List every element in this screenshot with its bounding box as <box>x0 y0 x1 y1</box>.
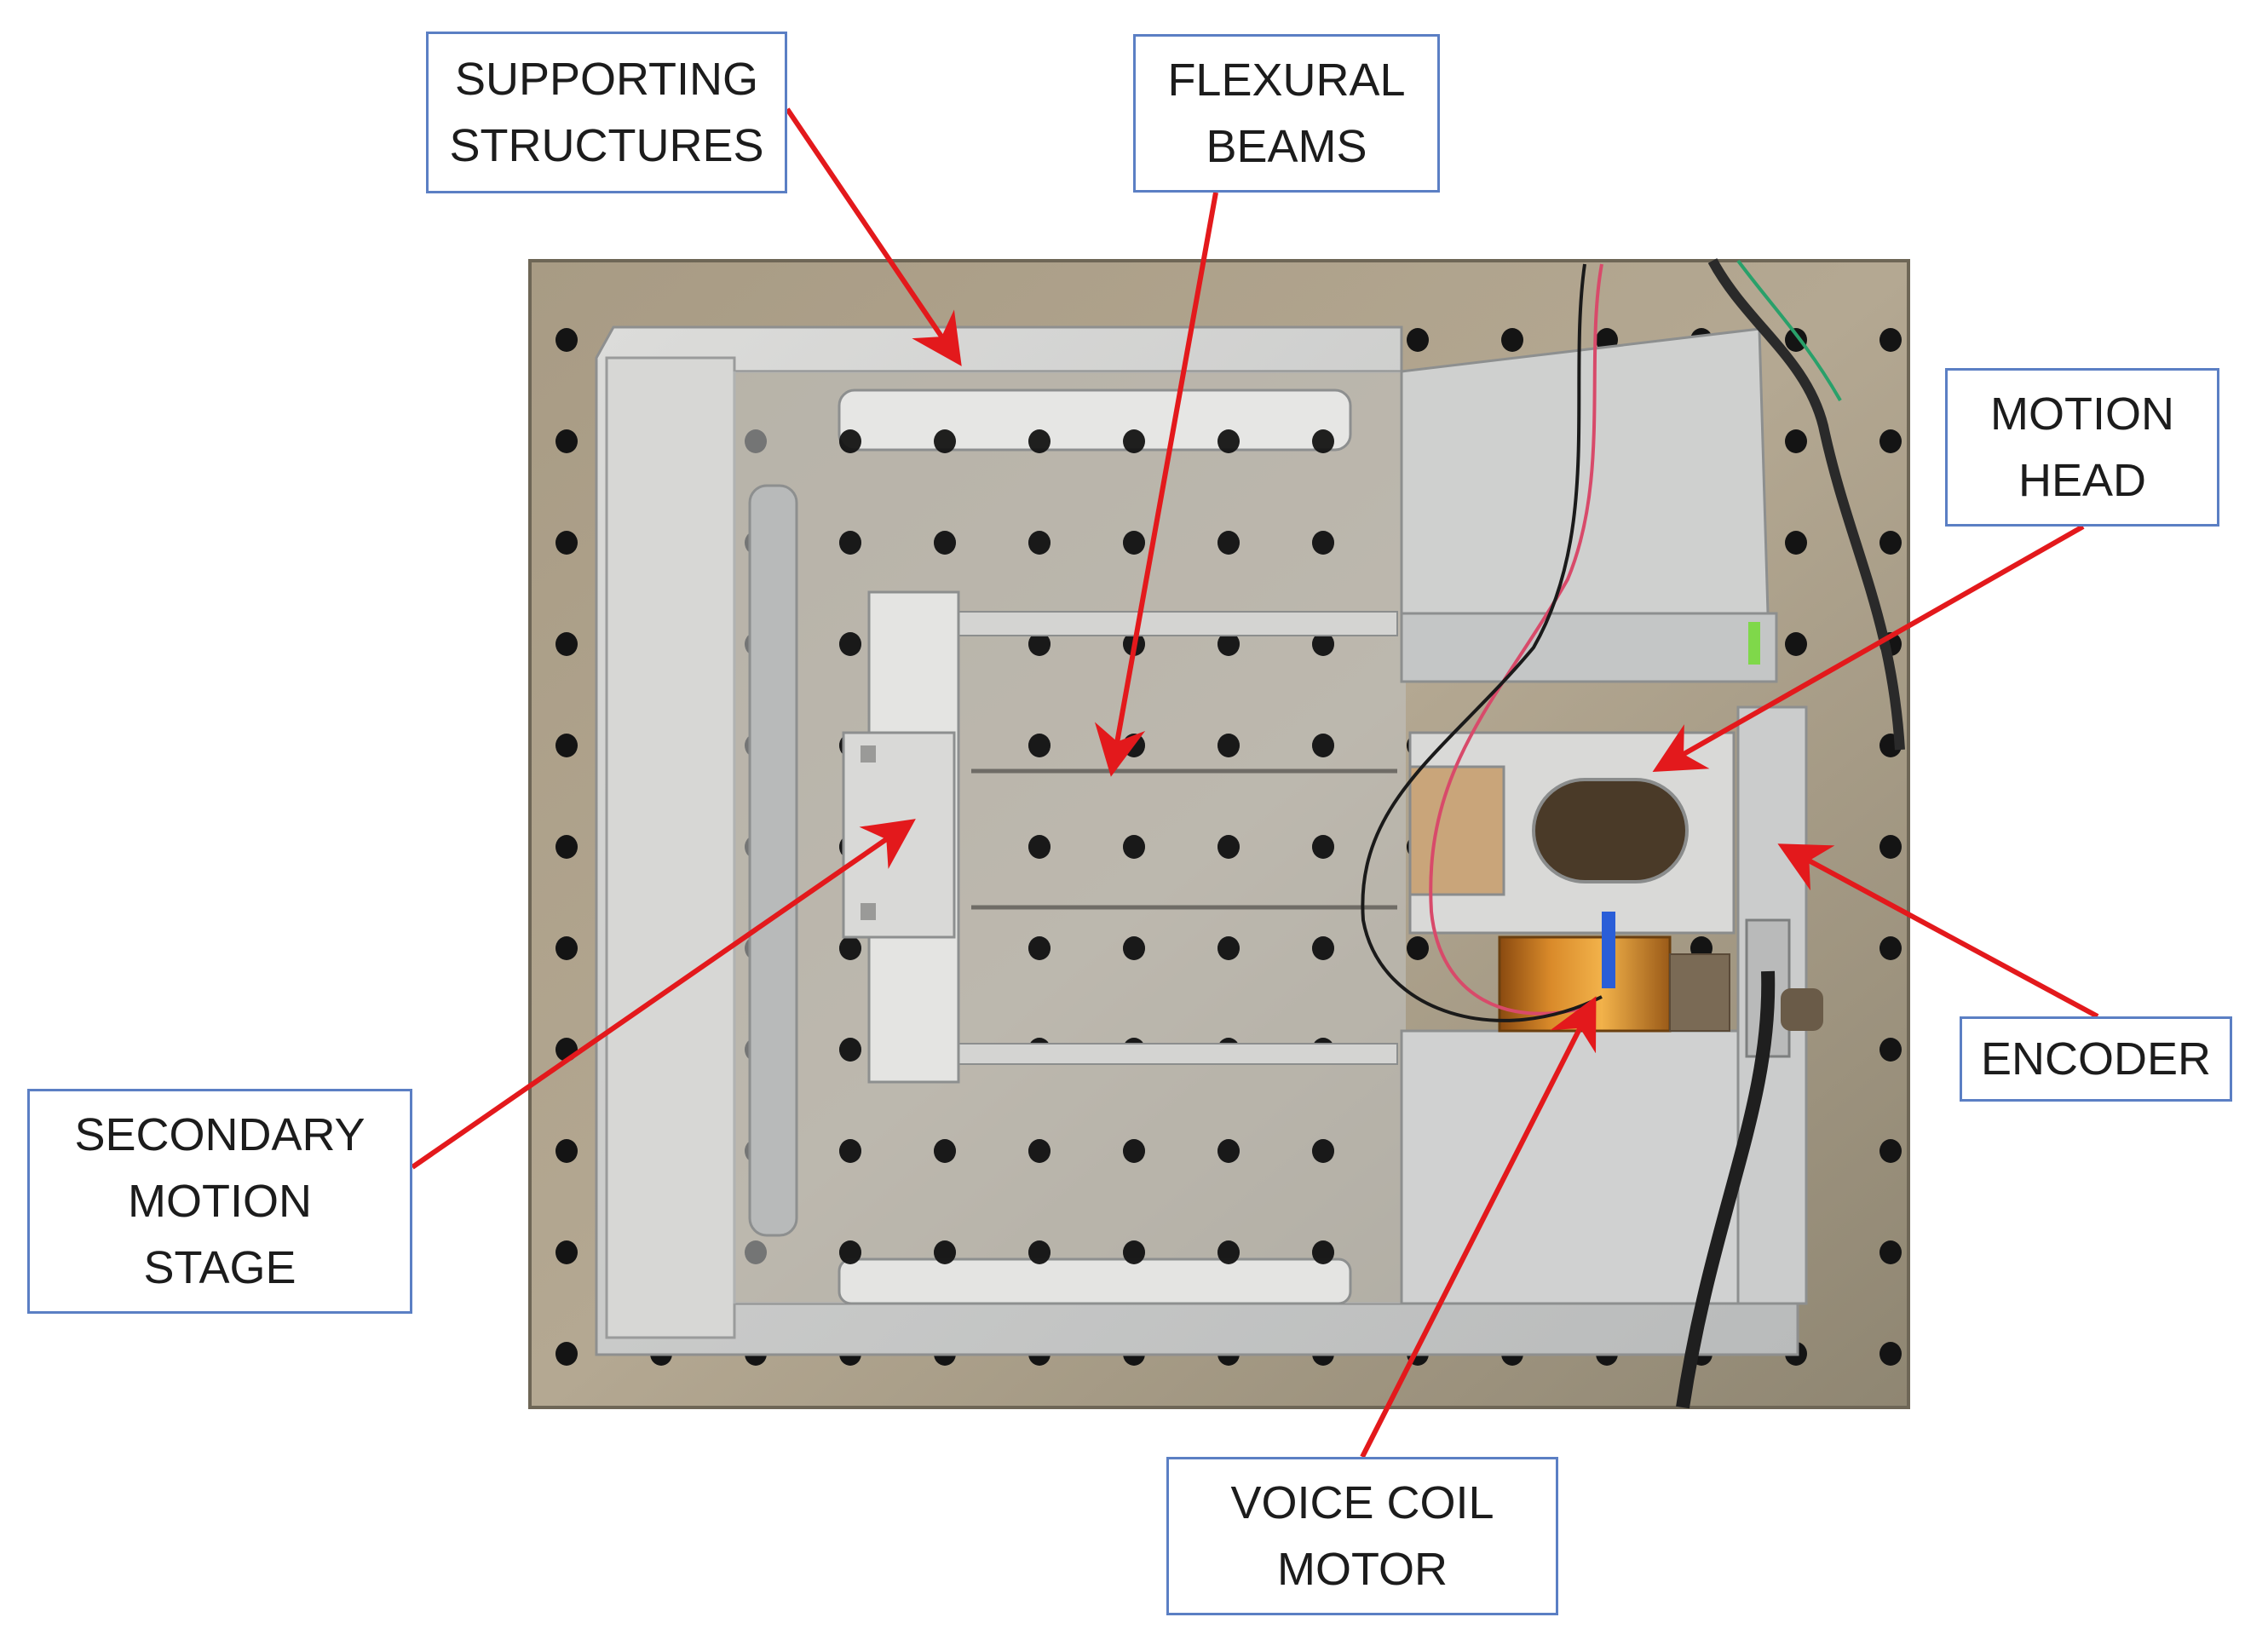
arrow-voice-coil-motor <box>1360 996 1597 1459</box>
label-encoder-text: ENCODER <box>1980 1033 2212 1085</box>
callout-arrows <box>411 107 2099 1459</box>
label-encoder: ENCODER <box>1960 1016 2232 1102</box>
label-supporting-structures-text: SUPPORTING STRUCTURES <box>449 54 764 171</box>
label-secondary-motion-stage: SECONDARY MOTION STAGE <box>27 1089 412 1314</box>
right-blocks <box>1400 327 1808 1305</box>
arrow-flexural-beams <box>1094 192 1218 777</box>
label-voice-coil-motor: VOICE COIL MOTOR <box>1166 1457 1558 1615</box>
wires <box>1361 258 1905 1409</box>
label-voice-coil-motor-text: VOICE COIL MOTOR <box>1230 1477 1494 1595</box>
arrow-supporting-structures <box>785 107 962 366</box>
motion-head <box>1408 731 1736 935</box>
arrow-secondary-motion-stage <box>411 819 916 1170</box>
label-supporting-structures: SUPPORTING STRUCTURES <box>426 32 787 193</box>
label-flexural-beams-text: FLEXURAL BEAMS <box>1167 55 1406 172</box>
label-motion-head-text: MOTION HEAD <box>1990 388 2174 506</box>
label-motion-head: MOTION HEAD <box>1945 368 2219 527</box>
arrow-encoder <box>1777 843 2099 1019</box>
label-secondary-motion-stage-text: SECONDARY MOTION STAGE <box>74 1109 366 1293</box>
arrow-motion-head <box>1652 524 2085 772</box>
label-flexural-beams: FLEXURAL BEAMS <box>1133 34 1440 193</box>
